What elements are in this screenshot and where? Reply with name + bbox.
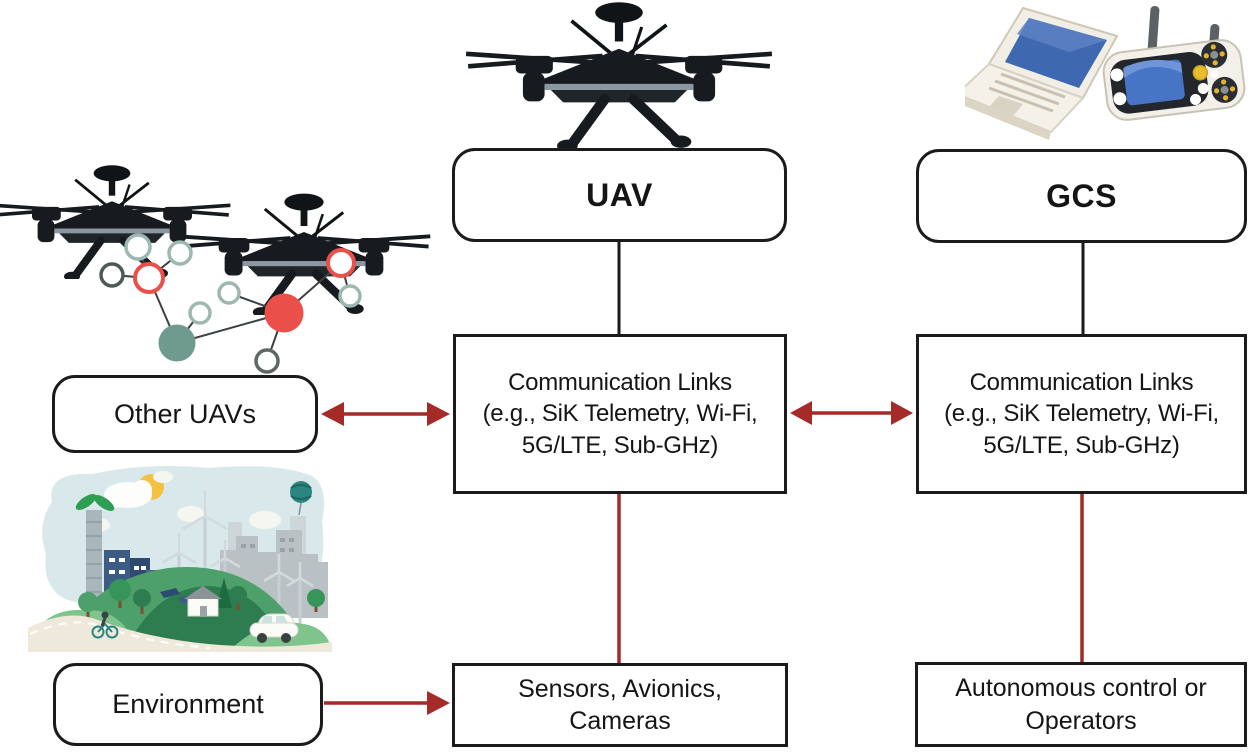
- eco-tower: [75, 493, 115, 610]
- comm-links-uav-box: Communication Links (e.g., SiK Telemetry…: [453, 334, 787, 494]
- sensors-line2: Cameras: [569, 707, 671, 735]
- uav-label: UAV: [586, 176, 653, 213]
- comm-gcs-line3: 5G/LTE, Sub-GHz): [983, 431, 1180, 459]
- comm-uav-line3: 5G/LTE, Sub-GHz): [521, 431, 719, 459]
- comm-gcs-line1: Communication Links: [969, 369, 1194, 397]
- arrow-otheruavs-comm: [321, 402, 450, 426]
- other-uavs-label: Other UAVs: [113, 398, 257, 429]
- comm-uav-line2: (e.g., SiK Telemetry, Wi-Fi,: [482, 400, 758, 428]
- environment-box: Environment: [53, 663, 323, 746]
- comm-uav-line1: Communication Links: [508, 369, 732, 397]
- car: [249, 613, 299, 643]
- network-node: [158, 324, 196, 362]
- network-node: [254, 348, 280, 374]
- control-dial: [1211, 76, 1238, 103]
- environment-label: Environment: [112, 689, 264, 719]
- sensors-line1: Sensors, Avionics,: [518, 674, 722, 703]
- gcs-label: GCS: [1046, 177, 1117, 214]
- autonomous-line2: Operators: [1025, 706, 1137, 735]
- comm-links-gcs-box: Communication Links (e.g., SiK Telemetry…: [916, 334, 1247, 494]
- environment-illustration: [28, 466, 332, 652]
- arrow-comm-comm: [790, 401, 913, 425]
- cyclist: [91, 611, 119, 639]
- swarm-drone-2-illustration: [176, 190, 432, 315]
- gcs-box: GCS: [916, 149, 1247, 243]
- balloon-icon: [290, 481, 312, 516]
- laptop-icon: [965, 6, 1119, 140]
- house: [184, 586, 222, 617]
- sensors-box: Sensors, Avionics, Cameras: [452, 663, 788, 747]
- comm-gcs-line2: (e.g., SiK Telemetry, Wi-Fi,: [944, 400, 1219, 428]
- rc-controller-icon: [1102, 6, 1246, 121]
- trees: [78, 578, 325, 618]
- autonomous-control-box: Autonomous control or Operators: [915, 662, 1247, 747]
- autonomous-line1: Autonomous control or: [955, 674, 1207, 702]
- control-dial: [1201, 41, 1228, 68]
- gcs-laptop-controller-illustration: [965, 6, 1246, 140]
- uav-box: UAV: [452, 148, 787, 242]
- other-uavs-box: Other UAVs: [52, 375, 318, 453]
- uav-drone-illustration: [464, 0, 774, 149]
- arrow-environment-sensors: [324, 691, 450, 715]
